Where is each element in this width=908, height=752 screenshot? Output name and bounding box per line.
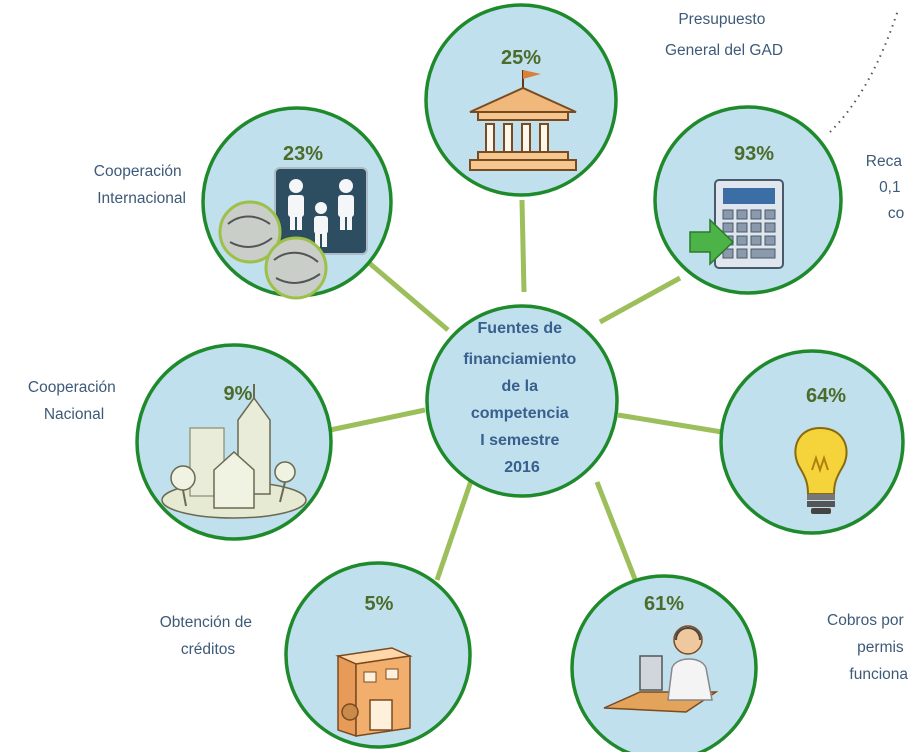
node-nacional[interactable]: 9% <box>135 343 333 541</box>
node-label: Cooperación Internacional <box>94 163 186 207</box>
node-label: Reca 0,1 co <box>866 153 907 222</box>
bank-building-icon <box>335 647 413 738</box>
node-percent: 64% <box>806 385 846 407</box>
node-percent: 25% <box>501 47 541 69</box>
node-internacional[interactable]: 23% <box>201 106 393 300</box>
node-label: Cooperación Nacional <box>28 379 120 423</box>
node-percent: 61% <box>644 593 684 615</box>
node-label: Cobros por permis funciona <box>827 612 908 683</box>
node-percent: 9% <box>224 383 253 405</box>
globe-people-icon <box>218 167 368 300</box>
connectors <box>329 199 723 593</box>
node-recaudacion[interactable]: 93% <box>653 105 843 295</box>
node-label: Obtención de créditos <box>160 614 257 658</box>
node-label: Presupuesto General del GAD <box>665 11 783 59</box>
node-presupuesto[interactable]: 25% <box>424 3 618 197</box>
calculator-icon <box>689 179 784 269</box>
node-percent: 5% <box>365 593 394 615</box>
government-building-icon <box>469 70 577 171</box>
node-percent: 93% <box>734 143 774 165</box>
node-percent: 23% <box>283 143 323 165</box>
light-bulb-icon <box>794 426 848 514</box>
office-worker-icon <box>603 625 719 713</box>
city-icon <box>161 384 307 519</box>
dotted-leader-line <box>829 9 899 133</box>
center-title: Fuentes de financiamiento de la competen… <box>463 320 580 476</box>
node-otros[interactable]: 64% <box>719 349 905 535</box>
node-creditos[interactable]: 5% <box>284 561 472 749</box>
node-cobros[interactable]: 61% <box>570 574 758 752</box>
center-hub[interactable]: Fuentes de financiamiento de la competen… <box>425 304 619 498</box>
